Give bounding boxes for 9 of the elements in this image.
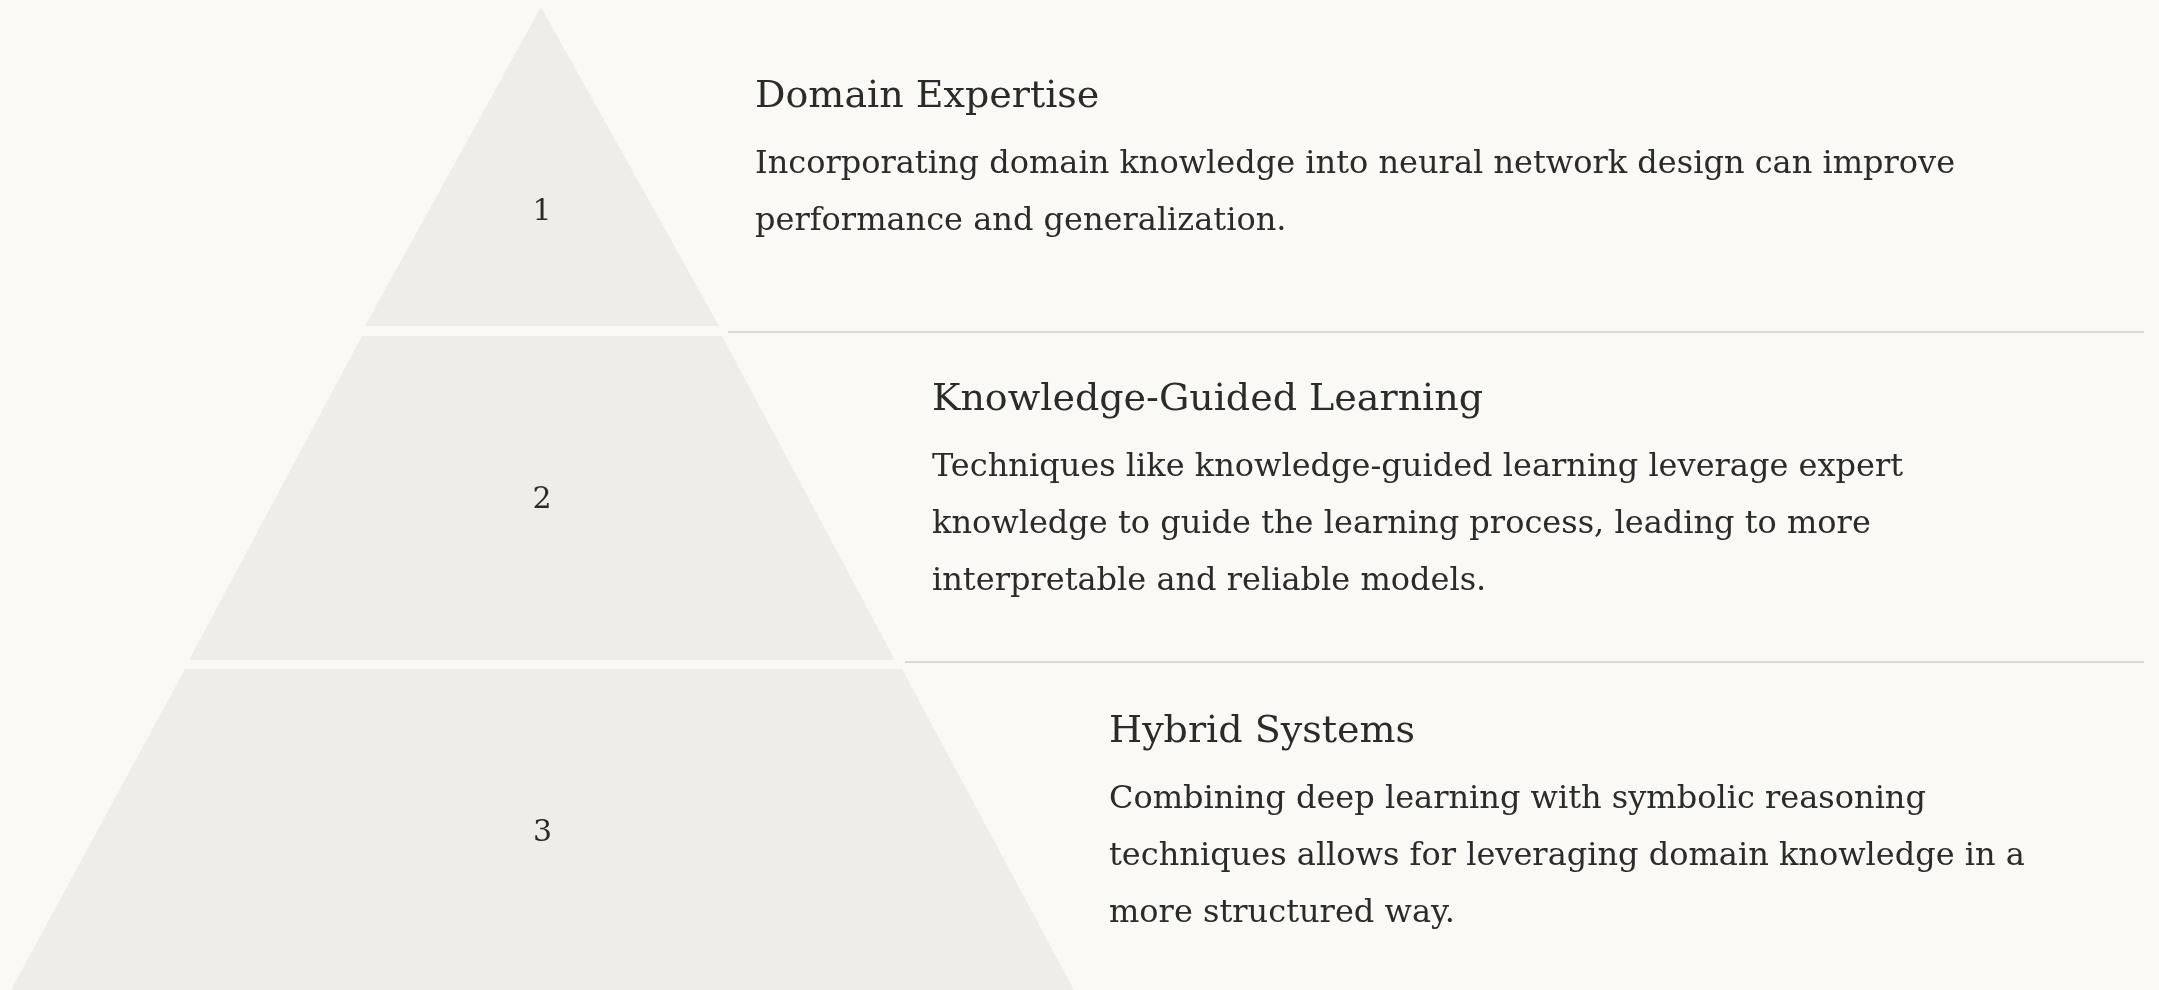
tier-description: Techniques like knowledge-guided learning leverage expert knowledge to guide the learning process, leading to more interpretable and reliable models. (932, 445, 1905, 600)
tier-heading: Hybrid Systems (1109, 707, 1416, 753)
tier-heading: Knowledge-Guided Learning (932, 375, 1485, 421)
tier-number: 3 (532, 812, 553, 848)
tier-description: Combining deep learning with symbolic reasoning techniques allows for leveraging domain knowledge in a more structured way. (1109, 777, 2026, 932)
tier-number: 1 (532, 191, 552, 227)
tier-heading: Domain Expertise (755, 72, 1101, 118)
tier-number: 2 (532, 479, 552, 515)
tier-description: Incorporating domain knowledge into neural network design can improve performance and generalization. (755, 142, 1957, 240)
